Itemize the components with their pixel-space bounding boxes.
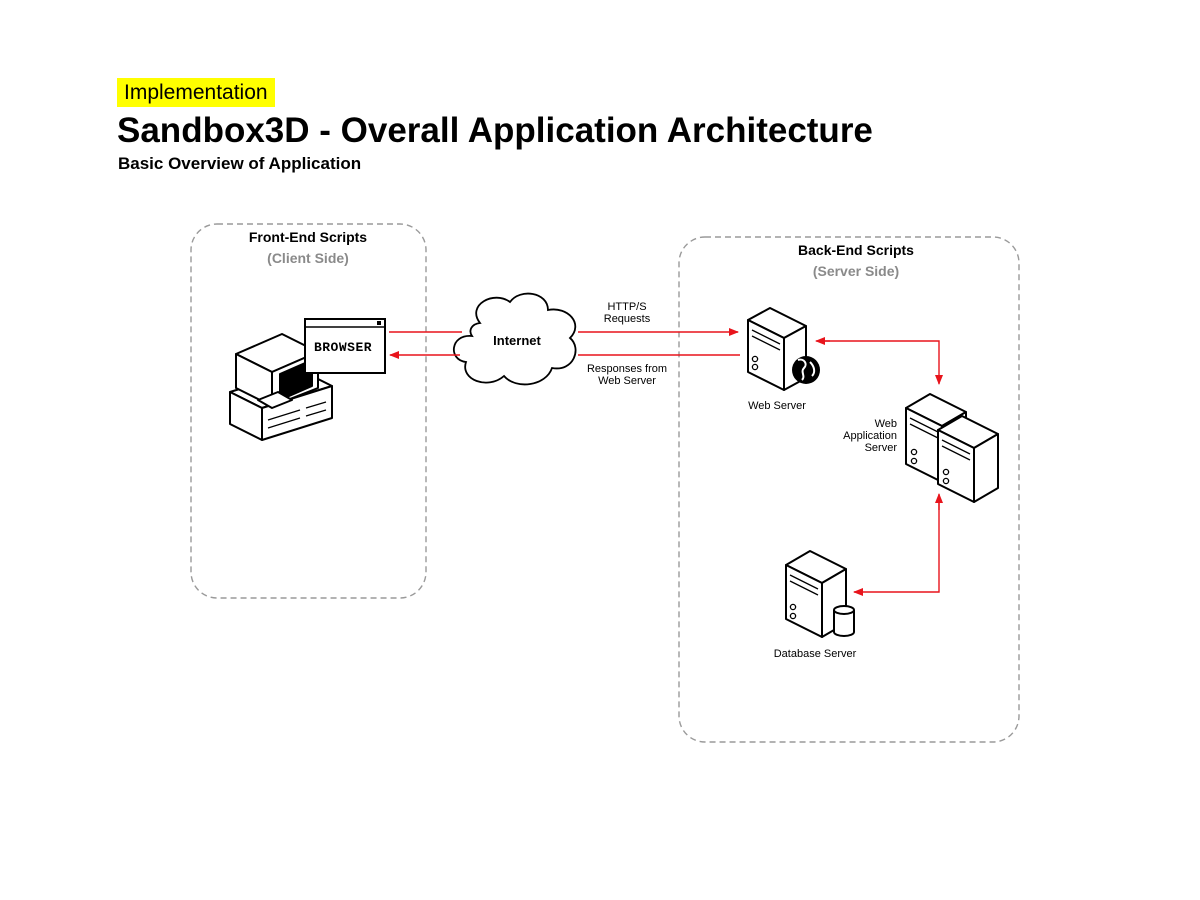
internet-cloud <box>452 292 577 386</box>
web-to-app-connector <box>815 337 943 385</box>
web-application-server-label-line3: Server <box>865 442 898 454</box>
web-server-label: Web Server <box>748 400 806 412</box>
responses-label-line1: Responses from <box>587 363 667 375</box>
app-to-database-connector <box>853 493 943 596</box>
requests-label-line1: HTTP/S <box>607 301 646 313</box>
browser-window <box>304 318 386 374</box>
responses-label-line2: Web Server <box>598 375 656 387</box>
browser-label: BROWSER <box>314 340 372 355</box>
backend-group-subtitle: (Server Side) <box>813 263 899 279</box>
frontend-group-subtitle: (Client Side) <box>267 250 349 266</box>
database-server-label: Database Server <box>774 648 857 660</box>
frontend-group-box <box>190 223 427 599</box>
web-application-server-icon <box>905 393 999 503</box>
implementation-badge: Implementation <box>117 78 275 107</box>
backend-group-title: Back-End Scripts <box>798 242 914 258</box>
web-server-icon <box>747 307 807 391</box>
database-server-icon <box>785 550 847 638</box>
frontend-group-title: Front-End Scripts <box>249 229 367 245</box>
web-application-server-label-line2: Application <box>843 430 897 442</box>
web-application-server-label-line1: Web <box>875 418 897 430</box>
internet-label: Internet <box>493 333 541 348</box>
backend-group-box <box>678 236 1020 743</box>
database-cylinder-icon <box>833 605 855 637</box>
globe-icon <box>792 356 820 384</box>
page-title: Sandbox3D - Overall Application Architec… <box>117 111 873 150</box>
page-subtitle: Basic Overview of Application <box>118 154 362 173</box>
requests-label-line2: Requests <box>604 313 651 325</box>
